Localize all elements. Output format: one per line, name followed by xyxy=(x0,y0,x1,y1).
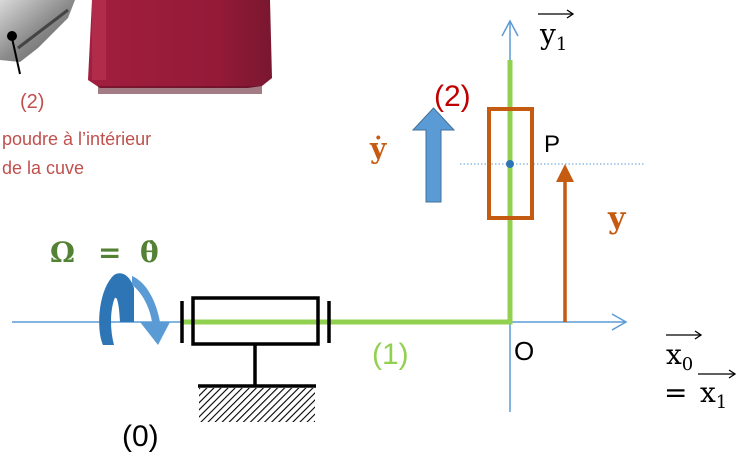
rotation-arrow-back xyxy=(99,273,134,345)
axis-x0-subscript: 0 xyxy=(682,354,693,375)
y-dot-label: ẏ xyxy=(369,132,387,165)
x-axis-arrowhead xyxy=(611,313,628,331)
photo-tank-base xyxy=(98,86,262,94)
vector-arrow-x0 xyxy=(666,330,703,340)
part-0-label: (0) xyxy=(122,420,159,453)
rotation-arrow-front xyxy=(132,276,170,345)
photo-caption-line-2: de la cuve xyxy=(2,158,84,178)
part-2-label: (2) xyxy=(434,80,471,113)
solid-1-arm xyxy=(182,60,513,325)
photo-red-tank xyxy=(88,0,272,88)
solid-2-slider xyxy=(487,107,534,220)
axis-x0-letter: x xyxy=(666,338,682,371)
photo-caption-line-1: poudre à l’intérieur xyxy=(2,129,151,149)
photo-pointer-line xyxy=(11,37,21,75)
part-1-label: (1) xyxy=(372,338,409,371)
axis-y1-letter: y xyxy=(539,18,556,51)
axis-x1-letter: x xyxy=(700,376,716,409)
ground-hatching xyxy=(199,388,315,422)
axis-x1-label: x1 xyxy=(700,376,727,413)
point-p-marker xyxy=(506,160,514,168)
rotation-arrow xyxy=(99,273,170,345)
axis-x1-subscript: 1 xyxy=(716,392,727,413)
vector-arrow-x1 xyxy=(698,369,737,379)
axis-x0-label: x0 xyxy=(666,338,693,375)
pivot-bearing xyxy=(180,296,331,422)
axis-y1-label: y1 xyxy=(539,18,567,55)
y-axis-arrowhead xyxy=(501,19,519,37)
photo-tank-shade xyxy=(92,0,106,80)
photo-part-2-label: (2) xyxy=(20,91,44,113)
y-dot-arrow xyxy=(411,107,456,203)
photo-mixer xyxy=(0,0,272,94)
photo-pointer-dot xyxy=(7,31,17,41)
theta-dot-label: θ̇ xyxy=(140,236,159,269)
point-p-label: P xyxy=(544,131,560,158)
y-position-arrowhead xyxy=(556,164,574,182)
origin-o-label: O xyxy=(514,336,534,366)
photo-metal-frame xyxy=(0,0,75,62)
axis-y1-subscript: 1 xyxy=(556,34,567,55)
axis-x1-equals: = xyxy=(664,376,687,409)
omega-label: Ω xyxy=(50,236,75,269)
omega-equals: = xyxy=(98,236,121,269)
y-label: y xyxy=(607,201,627,236)
vector-arrow-y1 xyxy=(538,9,575,19)
photo-metal-edge xyxy=(17,8,69,50)
